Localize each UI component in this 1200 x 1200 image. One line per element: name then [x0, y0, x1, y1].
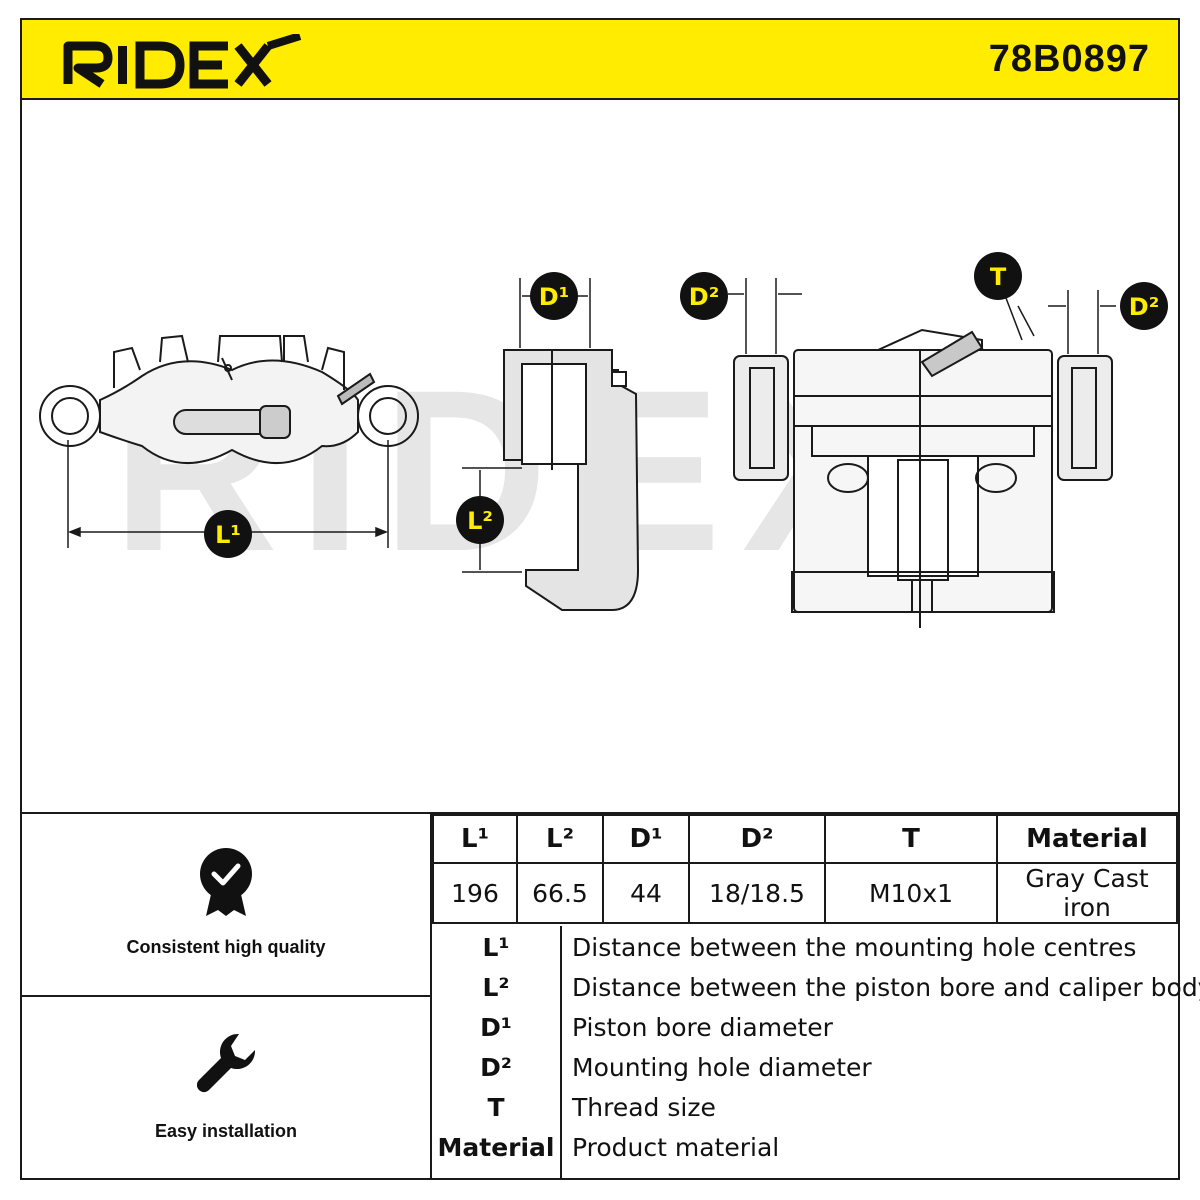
legend-row: T Thread size	[432, 1088, 1178, 1128]
legend-desc: Piston bore diameter	[572, 1013, 833, 1042]
spec-value-t: M10x1	[824, 862, 998, 924]
feature-quality-label: Consistent high quality	[126, 937, 326, 957]
legend-desc: Distance between the piston bore and cal…	[572, 973, 1200, 1002]
column-divider	[430, 812, 432, 1180]
d2-right-callout: D²	[1120, 282, 1168, 330]
spec-value-l1: 196	[432, 862, 518, 924]
svg-text:D²: D²	[1129, 293, 1159, 321]
spec-header-row: L¹ L² D¹ D² T Material	[432, 814, 1178, 864]
spec-value-l2: 66.5	[516, 862, 604, 924]
caliper-rear-view	[733, 328, 1113, 628]
spec-table: L¹ L² D¹ D² T Material 196 66.5 44 18/18…	[432, 814, 1178, 924]
spec-header-t: T	[824, 814, 998, 864]
section-divider	[20, 812, 1180, 814]
d2-left-callout: D²	[680, 272, 728, 320]
d2-right-dimension	[1048, 290, 1116, 354]
legend-key: Material	[437, 1133, 555, 1162]
ridex-logo	[63, 34, 302, 89]
legend-desc: Thread size	[572, 1093, 716, 1122]
spec-header-d2: D²	[688, 814, 826, 864]
legend-row: L¹ Distance between the mounting hole ce…	[432, 928, 1178, 968]
svg-text:D²: D²	[689, 283, 719, 311]
spec-header-l1: L¹	[432, 814, 518, 864]
d1-callout: D¹	[530, 272, 578, 320]
spec-value-d2: 18/18.5	[688, 862, 826, 924]
legend-desc: Product material	[572, 1133, 780, 1162]
legend-row: L² Distance between the piston bore and …	[432, 968, 1200, 1008]
caliper-section-view	[503, 349, 640, 611]
spec-value-d1: 44	[602, 862, 690, 924]
legend-key: T	[487, 1093, 505, 1122]
svg-text:T: T	[990, 263, 1007, 291]
legend-divider	[560, 926, 562, 1178]
caliper-front-view	[39, 334, 419, 465]
caliper-technical-drawing: RIDEX L¹ D¹	[39, 252, 1168, 628]
l1-callout: L¹	[204, 510, 252, 558]
wrench-icon	[196, 1033, 256, 1093]
legend-key: D²	[480, 1053, 512, 1082]
spec-value-material: Gray Cast iron	[996, 862, 1178, 924]
feature-installation-label: Easy installation	[154, 1121, 298, 1141]
legend-row: D¹ Piston bore diameter	[432, 1008, 1178, 1048]
d2-left-dimension	[728, 278, 802, 354]
svg-text:D¹: D¹	[539, 283, 569, 311]
spec-header-l2: L²	[516, 814, 604, 864]
spec-header-material: Material	[996, 814, 1178, 864]
part-number: 78B0897	[988, 38, 1150, 80]
legend-desc: Mounting hole diameter	[572, 1053, 872, 1082]
legend-row: Material Product material	[432, 1128, 1178, 1168]
legend-key: D¹	[480, 1013, 512, 1042]
svg-text:L²: L²	[467, 507, 493, 535]
legend-row: D² Mounting hole diameter	[432, 1048, 1178, 1088]
legend-key: L¹	[482, 933, 510, 962]
spec-header-d1: D¹	[602, 814, 690, 864]
spec-value-row: 196 66.5 44 18/18.5 M10x1 Gray Cast iron	[432, 862, 1178, 924]
legend-desc: Distance between the mounting hole centr…	[572, 933, 1137, 962]
legend-key: L²	[482, 973, 510, 1002]
feature-quality: Consistent high quality	[22, 846, 430, 958]
l2-callout: L²	[456, 496, 504, 544]
feature-divider	[20, 995, 430, 997]
quality-badge-icon	[200, 848, 252, 916]
t-callout: T	[974, 252, 1022, 300]
svg-text:L¹: L¹	[215, 521, 241, 549]
t-dimension	[1005, 297, 1035, 341]
feature-installation: Easy installation	[22, 1028, 430, 1142]
header-bar: 78B0897	[20, 18, 1180, 100]
